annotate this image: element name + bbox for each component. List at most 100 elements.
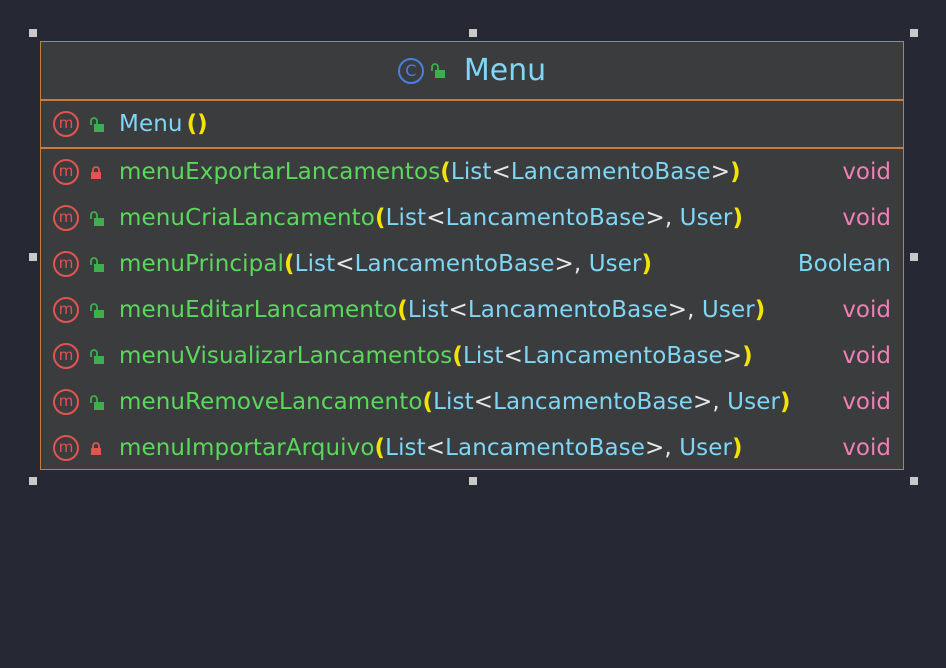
unlock-icon [89,117,104,132]
resize-handle-left[interactable] [29,253,37,261]
paren-close: ) [780,389,791,415]
generic-type: LancamentoBase [445,205,646,231]
paren-open: ( [452,343,463,369]
generic-type: LancamentoBase [522,343,723,369]
paren-open: ( [440,159,451,185]
generic-open: < [335,251,355,277]
method-row[interactable]: m menuExportarLancamentos(List<Lancamento… [41,149,903,195]
generic-open: < [491,159,511,185]
param-separator: , [573,251,589,277]
method-signature: menuExportarLancamentos(List<LancamentoB… [119,159,842,185]
param-type: List [294,251,336,277]
resize-handle-right[interactable] [910,253,918,261]
method-row[interactable]: m menuVisualizarLancamentos(List<Lancamen… [41,333,903,379]
return-type: void [842,343,891,369]
paren-open: ( [422,389,434,415]
generic-open: < [425,435,446,461]
generic-close: > [645,205,665,231]
return-type: void [842,435,891,461]
method-signature: menuCriaLancamento(List<LancamentoBase>,… [119,205,842,231]
method-row[interactable]: m menuPrincipal(List<LancamentoBase>, Use… [41,241,903,287]
unlock-icon [430,62,446,79]
lock-icon [89,165,103,179]
param-type: List [450,159,492,185]
generic-type: LancamentoBase [467,297,668,323]
generic-type: LancamentoBase [445,435,645,461]
method-m-icon: m [53,297,79,323]
generic-type: LancamentoBase [510,159,711,185]
method-name: menuCriaLancamento [119,205,375,231]
resize-handle-bottom-left[interactable] [29,477,37,485]
constructor-row[interactable]: m Menu() [41,101,903,149]
generic-close: > [554,251,574,277]
generic-open: < [426,205,446,231]
resize-handle-bottom[interactable] [469,477,477,485]
method-row[interactable]: m menuCriaLancamento(List<LancamentoBase>… [41,195,903,241]
param-type-user: User [701,297,755,323]
paren-close: ) [641,251,653,277]
param-type-user: User [679,205,733,231]
generic-open: < [503,343,523,369]
generic-close: > [667,297,688,323]
unlock-icon [89,303,104,318]
method-m-icon: m [53,159,79,185]
method-signature: menuPrincipal(List<LancamentoBase>, User… [119,251,798,277]
return-type: void [842,389,891,415]
return-type: Boolean [797,251,891,277]
method-name: menuRemoveLancamento [119,389,423,415]
method-signature: menuEditarLancamento(List<LancamentoBase… [119,297,842,323]
class-name: Menu [463,53,547,88]
resize-handle-bottom-right[interactable] [910,477,918,485]
generic-close: > [692,389,713,415]
method-m-icon: m [53,251,79,277]
paren-close: ) [754,297,766,323]
method-row[interactable]: m menuRemoveLancamento(List<LancamentoBas… [41,379,903,425]
param-type: List [385,205,427,231]
param-type: List [433,389,474,415]
paren-close: ) [732,435,743,461]
param-type: List [407,297,449,323]
param-type: List [462,343,504,369]
param-separator: , [687,297,702,323]
method-m-icon: m [53,205,79,231]
method-row[interactable]: m menuImportarArquivo(List<LancamentoBase… [41,425,903,471]
method-signature: menuImportarArquivo(List<LancamentoBase>… [119,435,842,461]
method-signature: menuVisualizarLancamentos(List<Lancament… [119,343,842,369]
unlock-icon [89,349,104,364]
resize-handle-top-right[interactable] [910,29,918,37]
param-type-user: User [727,389,780,415]
method-row[interactable]: m menuEditarLancamento(List<LancamentoBas… [41,287,903,333]
method-name: menuPrincipal [119,251,285,277]
generic-type: LancamentoBase [493,389,693,415]
return-type: void [842,205,891,231]
method-name: menuExportarLancamentos [119,159,441,185]
generic-close: > [645,435,665,461]
paren-close: ) [732,205,744,231]
method-m-icon: m [53,111,79,137]
class-c-icon: C [397,57,424,84]
method-m-icon: m [53,389,79,415]
resize-handle-top[interactable] [469,29,477,37]
method-m-icon: m [53,435,79,461]
param-separator: , [664,205,680,231]
method-m-icon: m [53,343,79,369]
paren-open: ( [374,435,386,461]
constructor-params: () [186,111,208,137]
lock-icon [89,441,103,455]
method-signature: menuRemoveLancamento(List<LancamentoBase… [119,389,842,415]
generic-open: < [473,389,494,415]
param-separator: , [712,389,728,415]
class-header: C Menu [41,42,903,101]
paren-open: ( [284,251,295,277]
resize-handle-top-left[interactable] [29,29,37,37]
param-type-user: User [588,251,642,277]
method-name: menuVisualizarLancamentos [119,343,453,369]
param-type-user: User [679,435,733,461]
paren-close: ) [742,343,753,369]
paren-open: ( [397,297,408,323]
method-name: menuImportarArquivo [119,435,375,461]
unlock-icon [89,257,104,272]
constructor-name: Menu [119,111,183,137]
